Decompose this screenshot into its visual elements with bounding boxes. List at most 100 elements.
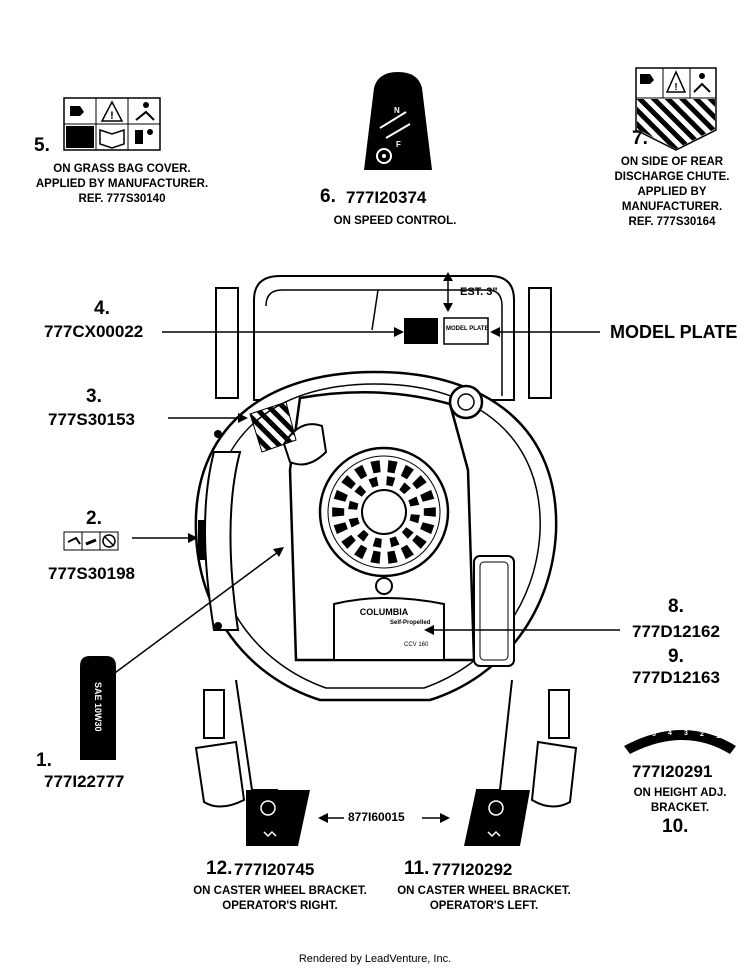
callout-11-number: 11.	[404, 858, 430, 879]
callout-9-part: 777D12163	[632, 668, 720, 687]
callout-5-number: 5.	[34, 135, 50, 156]
callout-12-note: ON CASTER WHEEL BRACKET. OPERATOR'S RIGH…	[190, 884, 370, 914]
callout-7-note-line: REF. 777S30164	[628, 216, 716, 228]
rear-left-wheel	[215, 287, 239, 399]
model-plate-label: MODEL PLATE	[610, 322, 738, 342]
est-label: EST. 3"	[460, 286, 498, 298]
callout-7-note-line: ON SIDE OF REAR	[620, 156, 724, 168]
starter-vent	[354, 485, 367, 497]
starter-vent	[399, 482, 411, 495]
starter-vent	[372, 537, 382, 548]
callout-9-number: 9.	[668, 646, 684, 667]
svg-text:!: !	[110, 110, 114, 122]
callout-7-number: 7.	[632, 128, 648, 149]
callout-5-note-line: REF. 777S30140	[78, 193, 166, 205]
callout-12-number: 12.	[206, 858, 233, 879]
callout-11-note-line: OPERATOR'S LEFT.	[429, 900, 539, 912]
starter-vent	[408, 496, 420, 507]
callout-1-number: 1.	[36, 750, 52, 771]
starter-vent	[370, 550, 381, 564]
starter-vent	[357, 529, 369, 542]
callout-11-note-line: ON CASTER WHEEL BRACKET.	[397, 885, 571, 897]
callout-10-note-line: BRACKET.	[650, 802, 710, 814]
decal-4-patch	[404, 318, 438, 344]
svg-text:!: !	[674, 82, 677, 93]
starter-vent	[387, 460, 398, 474]
callout-4-number: 4.	[94, 298, 110, 319]
callout-7-note-line: DISCHARGE CHUTE.	[614, 171, 730, 183]
shared-part-label: 877I60015	[348, 810, 405, 824]
starter-vent	[420, 522, 435, 535]
grass-bag-decal: !	[63, 97, 161, 151]
handle-left	[204, 451, 242, 631]
starter-vent	[332, 507, 345, 517]
callout-10-number: 10.	[662, 816, 689, 837]
callout-5-note: ON GRASS BAG COVER. APPLIED BY MANUFACTU…	[24, 162, 220, 207]
starter-vent	[370, 460, 381, 474]
decal-3-patch	[249, 401, 297, 453]
height-scale-digit: 4	[668, 729, 672, 737]
height-scale-digit: 3	[684, 729, 688, 737]
caster-bracket-left	[530, 740, 578, 808]
model-plate-patch	[443, 317, 489, 345]
fuel-cap	[448, 384, 484, 420]
callout-7-note: ON SIDE OF REAR DISCHARGE CHUTE. APPLIED…	[612, 155, 732, 230]
callout-2-part: 777S30198	[48, 564, 135, 583]
decal-2-icons	[63, 531, 119, 551]
oil-decal-text: SAE 10W30	[93, 682, 103, 732]
starter-vent	[412, 475, 427, 490]
callout-10-note-line: ON HEIGHT ADJ.	[633, 787, 727, 799]
callout-1-part: 777I22777	[44, 772, 125, 791]
starter-vent	[333, 489, 348, 502]
starter-vent	[354, 464, 368, 480]
callout-10-note: ON HEIGHT ADJ. BRACKET.	[620, 786, 740, 816]
callout-11-part: 777I20292	[432, 860, 513, 879]
engine-subtitle: Self-Propelled	[390, 620, 431, 626]
rear-frame	[253, 275, 515, 401]
rear-right-wheel	[528, 287, 552, 399]
callout-2-number: 2.	[86, 508, 102, 529]
engine-model: CCV 160	[404, 642, 429, 648]
starter-vent	[387, 550, 398, 564]
callout-3-number: 3.	[86, 386, 102, 407]
recoil-starter	[318, 446, 450, 578]
height-scale-digit: 6	[636, 732, 640, 740]
starter-vent	[409, 514, 420, 524]
height-scale-digit: 1	[716, 732, 720, 740]
speed-control-decal	[364, 72, 432, 170]
callout-6-part: 777I20374	[346, 188, 427, 207]
decal-12	[246, 790, 310, 846]
starter-vent	[348, 500, 359, 510]
starter-vent	[368, 476, 379, 488]
speed-n-label: N	[394, 106, 400, 115]
speed-f-label: F	[396, 140, 401, 149]
starter-vent	[401, 527, 414, 539]
starter-vent	[420, 489, 435, 502]
starter-vent	[348, 517, 360, 528]
callout-7-note-line: MANUFACTURER.	[621, 201, 723, 213]
engine-brand: COLUMBIA	[359, 607, 409, 617]
callout-5-note-line: ON GRASS BAG COVER.	[53, 163, 191, 175]
starter-vent	[400, 464, 414, 480]
decal-11	[464, 790, 530, 846]
callout-6-number: 6.	[320, 186, 336, 207]
starter-vent	[400, 544, 414, 560]
callout-12-note-line: OPERATOR'S RIGHT.	[222, 900, 338, 912]
leader-lines	[107, 272, 620, 823]
starter-vent	[423, 507, 436, 517]
height-scale-digit: 5	[652, 731, 656, 739]
callout-8-part: 777D12162	[632, 622, 720, 641]
discharge-chute-decal: !	[635, 67, 717, 151]
callout-12-part: 777I20745	[234, 860, 315, 879]
callout-5-note-line: APPLIED BY MANUFACTURER.	[35, 178, 209, 190]
starter-vent	[333, 522, 348, 535]
starter-vent	[354, 544, 368, 560]
callout-7-note-line: APPLIED BY	[637, 186, 707, 198]
callout-3-part: 777S30153	[48, 410, 135, 429]
footer-credit: Rendered by LeadVenture, Inc.	[298, 953, 452, 965]
decal-2-strip	[198, 520, 206, 560]
caster-bracket-right	[194, 740, 246, 808]
starter-vent	[412, 534, 427, 549]
